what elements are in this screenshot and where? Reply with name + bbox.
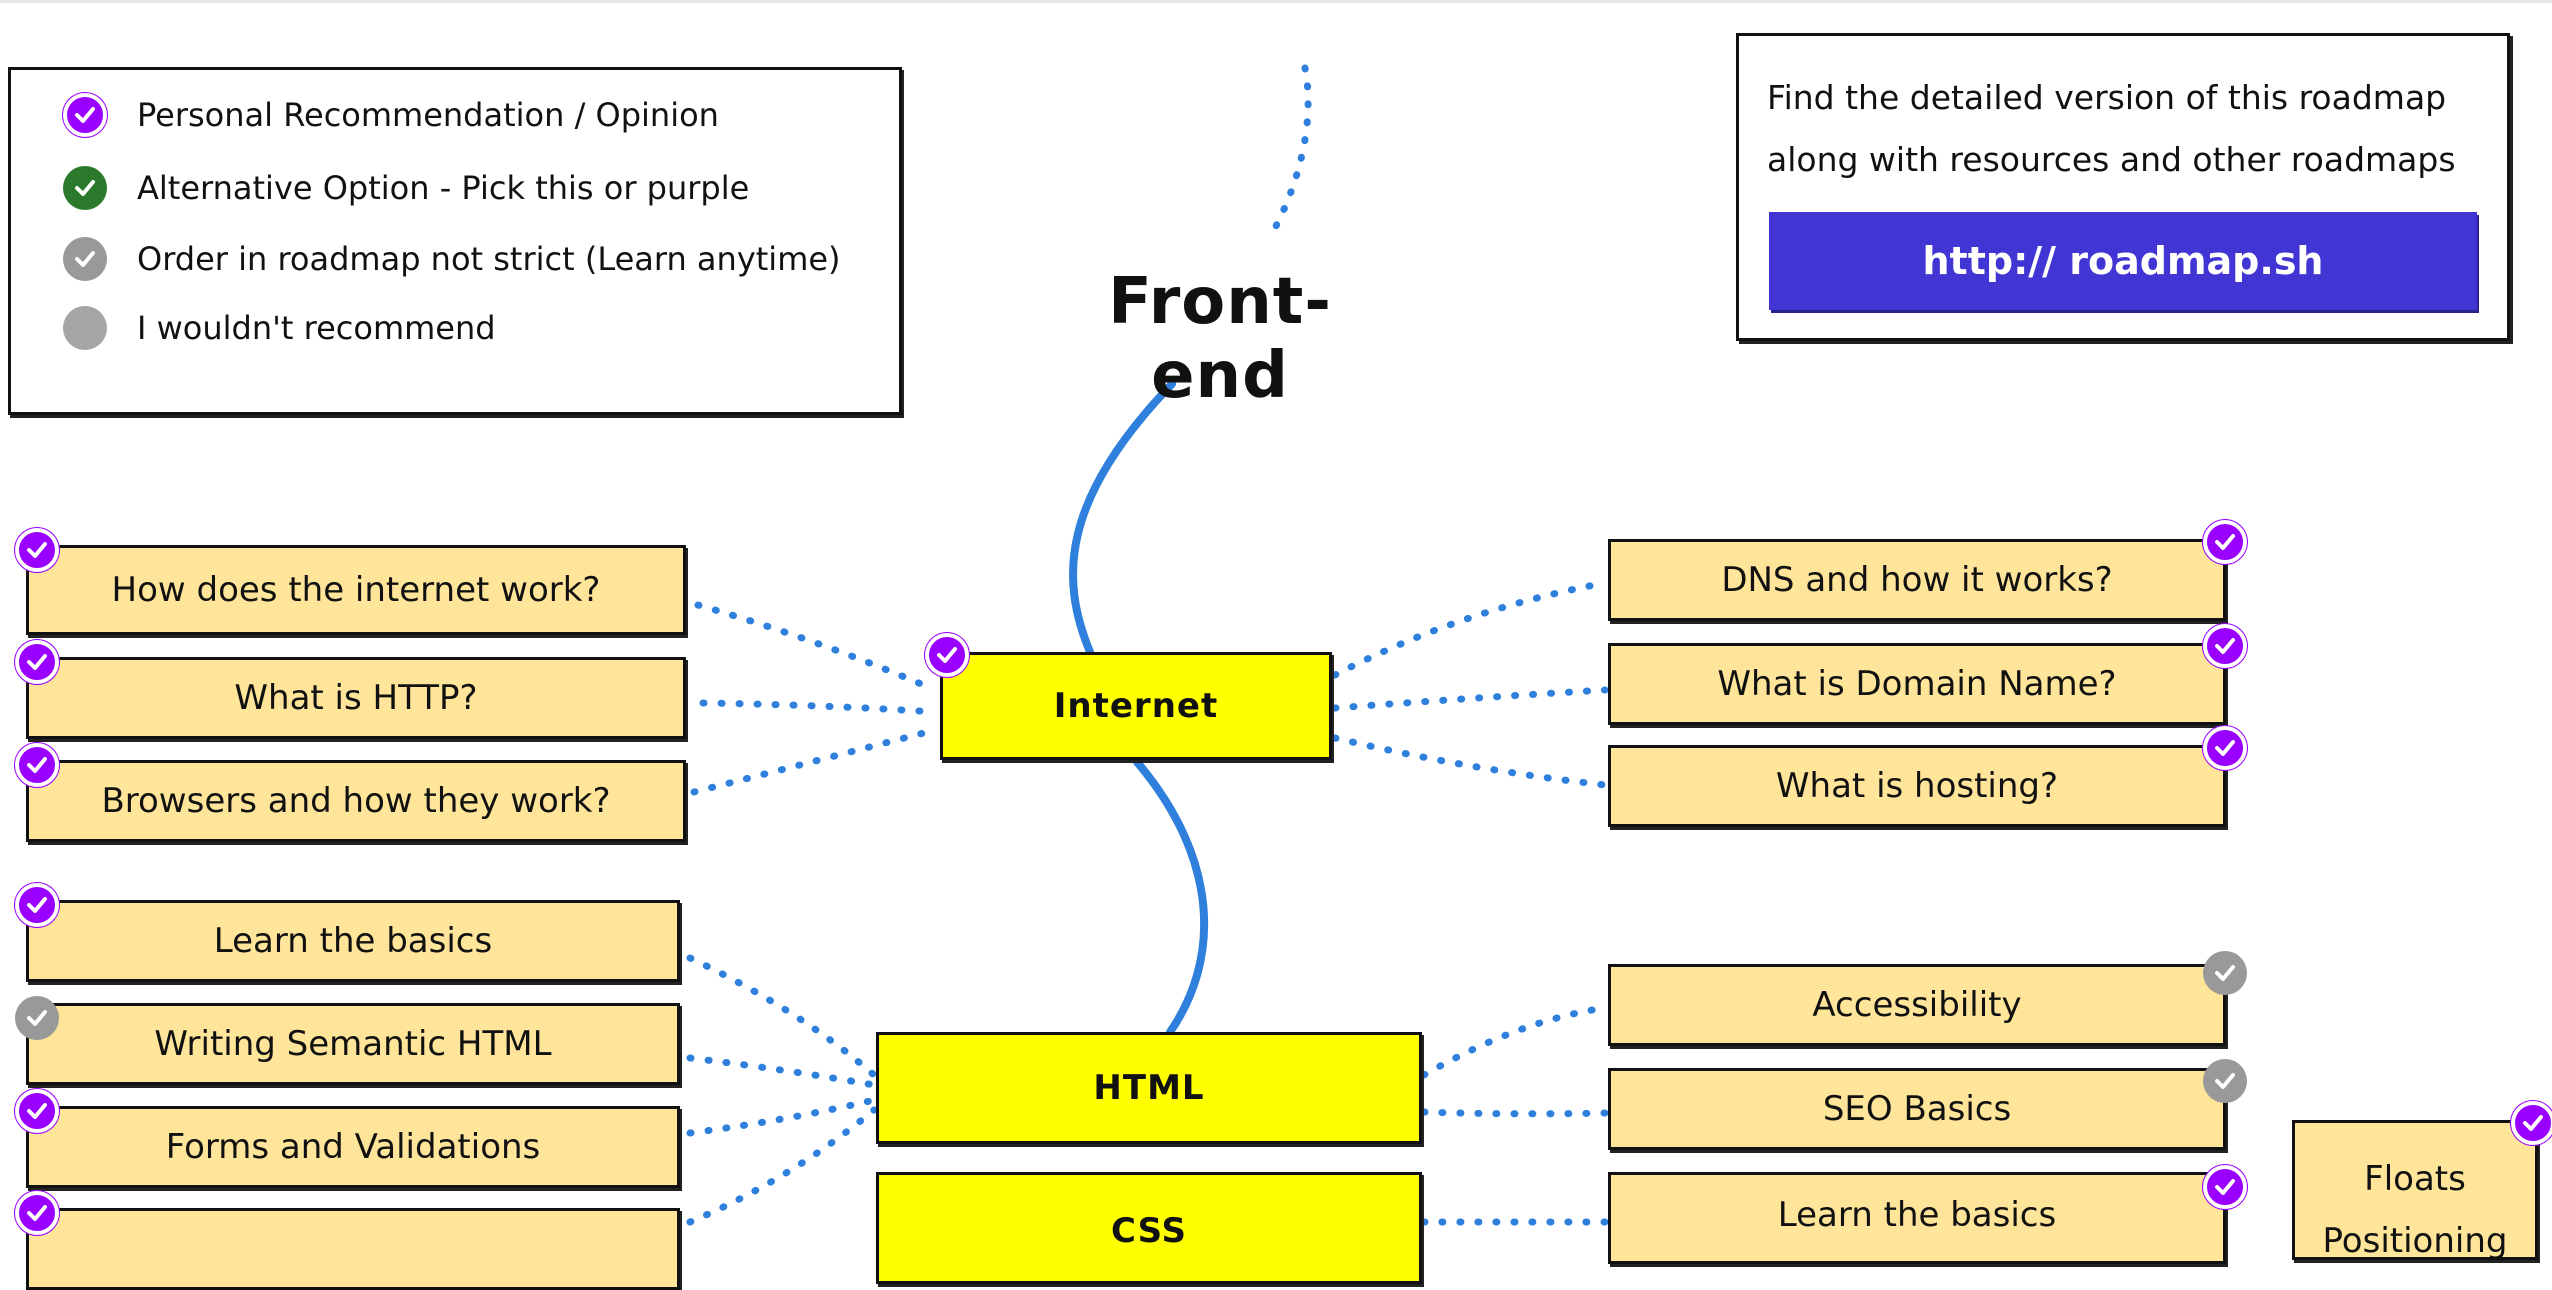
- node-label: What is Domain Name?: [1717, 664, 2117, 704]
- link-semantic: [686, 1054, 878, 1089]
- node-domain-name[interactable]: What is Domain Name?: [1608, 624, 2247, 725]
- node-seo[interactable]: SEO Basics: [1608, 1059, 2247, 1150]
- check-badge-icon: [15, 528, 59, 572]
- node-floats-positioning[interactable]: Floats Positioning: [2292, 1101, 2552, 1261]
- node-label-floats: Floats: [2364, 1159, 2466, 1199]
- check-badge-icon: [2203, 1165, 2247, 1209]
- node-css[interactable]: CSS: [876, 1172, 1422, 1284]
- spine-title-internet: [1069, 380, 1176, 656]
- node-label: HTML: [1093, 1068, 1205, 1108]
- node-what-is-http[interactable]: What is HTTP?: [15, 640, 686, 739]
- legend-label: Personal Recommendation / Opinion: [137, 96, 719, 134]
- legend-item-recommendation: Personal Recommendation / Opinion: [63, 91, 719, 139]
- circle-icon: [63, 306, 107, 350]
- link-how-internet: [694, 601, 939, 694]
- node-label: Learn the basics: [1777, 1195, 2057, 1235]
- node-html-basics[interactable]: Learn the basics: [15, 883, 680, 982]
- node-browsers[interactable]: Browsers and how they work?: [15, 743, 686, 842]
- legend-box: Personal Recommendation / Opinion Altern…: [8, 67, 902, 415]
- legend-item-not-recommended: I wouldn't recommend: [63, 304, 496, 352]
- node-semantic-html[interactable]: Writing Semantic HTML: [15, 996, 680, 1085]
- node-label: SEO Basics: [1822, 1089, 2012, 1129]
- node-how-internet-works[interactable]: How does the internet work?: [15, 528, 686, 635]
- info-text-line-2: along with resources and other roadmaps: [1767, 140, 2456, 179]
- check-badge-icon: [15, 883, 59, 927]
- node-html[interactable]: HTML: [876, 1032, 1422, 1144]
- dotted-connector-top: [1271, 64, 1312, 232]
- check-badge-icon: [2203, 1059, 2247, 1103]
- node-label: Internet: [1053, 686, 1219, 726]
- node-label: CSS: [1110, 1211, 1188, 1251]
- legend-label: Order in roadmap not strict (Learn anyti…: [137, 240, 841, 278]
- link-html-basics: [686, 954, 878, 1079]
- node-forms[interactable]: Forms and Validations: [15, 1089, 680, 1188]
- link-accessibility: [1420, 1004, 1609, 1079]
- node-label: Browsers and how they work?: [101, 781, 611, 821]
- node-label: Accessibility: [1812, 985, 2022, 1025]
- top-divider: [0, 0, 2552, 3]
- link-seo: [1420, 1108, 1609, 1118]
- node-label-positioning: Positioning: [2322, 1221, 2508, 1261]
- info-box: Find the detailed version of this roadma…: [1736, 33, 2510, 341]
- page-title: Front-end: [1108, 265, 1332, 413]
- node-label: What is HTTP?: [234, 678, 478, 718]
- link-forms: [686, 1096, 878, 1137]
- check-badge-icon: [2203, 624, 2247, 668]
- check-badge-icon: [63, 237, 107, 281]
- check-badge-icon: [2203, 520, 2247, 564]
- check-badge-icon: [15, 640, 59, 684]
- check-badge-icon: [2203, 726, 2247, 770]
- link-domain: [1331, 686, 1609, 712]
- check-badge-icon: [2203, 951, 2247, 995]
- node-label: How does the internet work?: [111, 570, 601, 610]
- check-badge-icon: [15, 996, 59, 1040]
- check-badge-icon: [925, 633, 969, 677]
- legend-item-alternative: Alternative Option - Pick this or purple: [63, 164, 749, 212]
- node-html-next[interactable]: [15, 1191, 680, 1290]
- node-dns[interactable]: DNS and how it works?: [1608, 520, 2247, 621]
- node-label: DNS and how it works?: [1721, 560, 2113, 600]
- link-hosting: [1331, 734, 1609, 789]
- link-browsers: [690, 726, 939, 796]
- node-label: What is hosting?: [1775, 766, 2059, 806]
- node-label: Writing Semantic HTML: [154, 1024, 552, 1064]
- node-accessibility[interactable]: Accessibility: [1608, 951, 2247, 1046]
- node-hosting[interactable]: What is hosting?: [1608, 726, 2247, 827]
- node-internet[interactable]: Internet: [925, 633, 1332, 760]
- legend-label: I wouldn't recommend: [137, 309, 496, 347]
- node-label: Forms and Validations: [165, 1127, 541, 1167]
- check-badge-icon: [2511, 1101, 2552, 1145]
- link-http: [699, 699, 939, 716]
- node-label: Learn the basics: [213, 921, 493, 961]
- connection-lines: [686, 64, 1609, 1226]
- legend-label: Alternative Option - Pick this or purple: [137, 169, 750, 207]
- check-badge-icon: [15, 1089, 59, 1133]
- check-badge-icon: [15, 1191, 59, 1235]
- check-badge-icon: [63, 166, 107, 210]
- check-badge-icon: [15, 743, 59, 787]
- spine-internet-html: [1133, 758, 1209, 1036]
- link-next: [686, 1106, 878, 1226]
- check-badge-icon: [63, 93, 107, 137]
- info-text-line-1: Find the detailed version of this roadma…: [1767, 78, 2447, 117]
- link-dns: [1331, 579, 1609, 679]
- legend-item-not-strict: Order in roadmap not strict (Learn anyti…: [63, 235, 841, 283]
- node-css-basics[interactable]: Learn the basics: [1608, 1165, 2247, 1264]
- roadmap-link-button[interactable]: http:// roadmap.sh: [1769, 212, 2477, 310]
